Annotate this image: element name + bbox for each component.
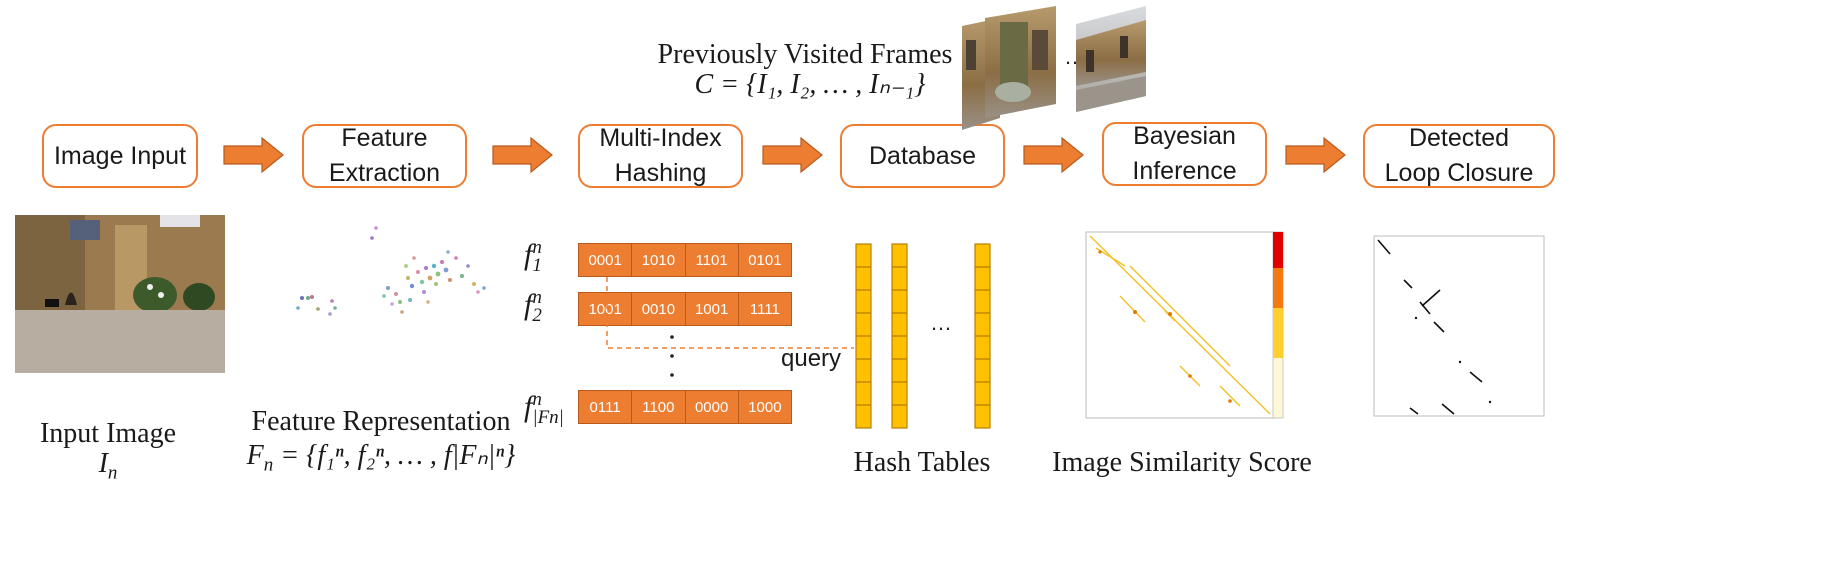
- hash-table: [974, 243, 991, 429]
- input-image-symbol-sub: n: [107, 462, 118, 484]
- stage-label: Multi-Index Hashing: [599, 124, 722, 187]
- similarity-caption: Image Similarity Score: [1052, 447, 1312, 478]
- previous-frames-formula: C = {I₁, I₂, … , Iₙ₋₁}: [694, 69, 926, 100]
- hash-code-segment: 0010: [632, 293, 686, 325]
- formula-rhs: = {f₁ⁿ, f₂ⁿ, … , f|Fₙ|ⁿ}: [273, 440, 516, 471]
- feature-label-sup: n: [532, 287, 542, 309]
- input-image-symbol-letter: I: [98, 448, 108, 479]
- stage-label: Bayesian Inference: [1132, 122, 1237, 185]
- hash-code-segment: 0111: [579, 391, 633, 423]
- feature-label-letter: f: [524, 238, 533, 271]
- feature-keypoints: [296, 226, 486, 316]
- feature-label-sup: n: [532, 389, 542, 411]
- feature-representation-formula: Fn = {f₁ⁿ, f₂ⁿ, … , f|Fₙ|ⁿ}: [246, 439, 516, 483]
- hash-code-segment: 1001: [579, 293, 633, 325]
- input-image-photo: [15, 215, 225, 373]
- stage-label: Database: [868, 141, 977, 170]
- stage-label: Detected Loop Closure: [1384, 124, 1534, 187]
- feature-label-sub: 1: [532, 255, 542, 277]
- input-image-caption: Input Image: [39, 418, 177, 449]
- input-image-symbol: In: [18, 447, 198, 491]
- hash-table: [891, 243, 908, 429]
- vertical-dot: [670, 335, 674, 339]
- hash-code-segment: 0000: [685, 391, 739, 423]
- hash-tables-ellipsis: …: [930, 310, 952, 335]
- feature-representation-caption: Feature Representation: [251, 406, 511, 437]
- arrow-icon: [1285, 136, 1346, 174]
- stage-database: Database: [840, 124, 1005, 188]
- vertical-dot: [670, 373, 674, 377]
- hash-code-segment: 1010: [632, 244, 686, 276]
- stage-multi-index-hashing: Multi-Index Hashing: [578, 124, 743, 188]
- vertical-dot: [670, 354, 674, 358]
- query-label: query: [781, 345, 842, 372]
- hash-code-segment: 1111: [738, 293, 791, 325]
- stage-feature-extraction: Feature Extraction: [302, 124, 467, 188]
- similarity-matrix-plot: [1085, 231, 1284, 419]
- arrow-icon: [1023, 136, 1084, 174]
- hash-code-segment: 1100: [632, 391, 686, 423]
- formula-lhs-sub: n: [263, 454, 274, 476]
- hash-code-row-1: 0001 1010 1101 0101: [578, 243, 792, 277]
- stage-detected-loop-closure: Detected Loop Closure: [1363, 124, 1555, 188]
- frame-thumbnail: [1076, 6, 1146, 112]
- stage-bayesian-inference: Bayesian Inference: [1102, 122, 1267, 186]
- formula-lhs: F: [246, 440, 264, 471]
- feature-label-sup: n: [532, 237, 542, 259]
- loop-closure-plot: [1373, 235, 1545, 417]
- hash-code-segment: 1001: [685, 293, 739, 325]
- hash-code-segment: 1101: [685, 244, 739, 276]
- arrow-icon: [223, 136, 284, 174]
- feature-label-sub: |Fn|: [532, 407, 564, 429]
- feature-label-letter: f: [524, 288, 533, 321]
- hash-code-segment: 0001: [579, 244, 633, 276]
- hash-code-segment: 1000: [738, 391, 791, 423]
- stage-label: Feature Extraction: [328, 124, 441, 187]
- hash-code-row-n: 0111 1100 0000 1000: [578, 390, 792, 424]
- previous-frames-title: Previously Visited Frames: [657, 39, 953, 70]
- hash-tables-caption: Hash Tables: [853, 447, 991, 478]
- stage-image-input: Image Input: [42, 124, 198, 188]
- frame-thumbnail: [985, 6, 1056, 118]
- hash-code-row-2: 1001 0010 1001 1111: [578, 292, 792, 326]
- hash-code-segment: 0101: [738, 244, 791, 276]
- stage-label: Image Input: [53, 141, 187, 170]
- hash-table: [855, 243, 872, 429]
- arrow-icon: [762, 136, 823, 174]
- arrow-icon: [492, 136, 553, 174]
- hash-tables: [855, 243, 991, 429]
- feature-label-letter: f: [524, 390, 533, 423]
- feature-label-sub: 2: [532, 305, 542, 327]
